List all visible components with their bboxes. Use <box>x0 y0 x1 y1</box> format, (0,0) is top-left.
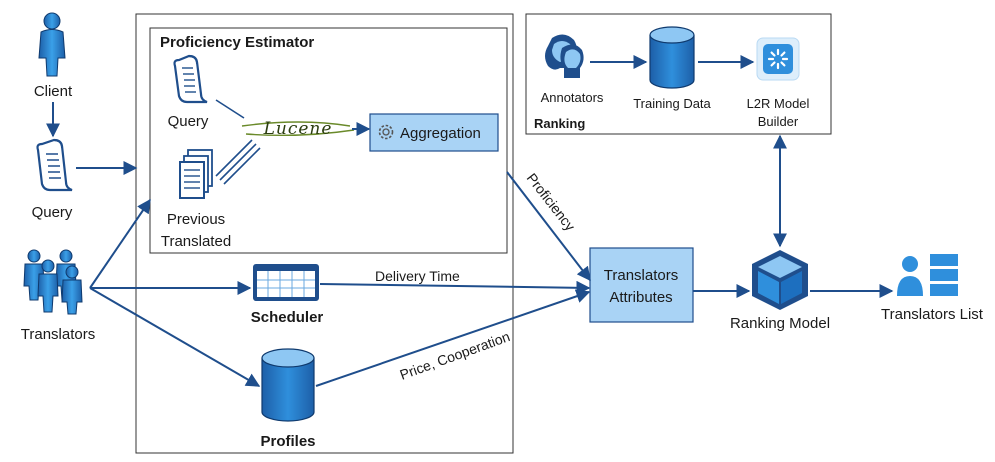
translators-list-label: Translators List <box>881 306 984 323</box>
previous-translated-label-2: Translated <box>161 233 231 250</box>
previous-translated-label-1: Previous <box>167 211 225 228</box>
delivery-time-edge-label: Delivery Time <box>375 268 460 284</box>
docs-to-lucene-line-2 <box>219 143 257 181</box>
two-heads-icon <box>545 34 584 78</box>
database-icon <box>261 348 315 422</box>
proficiency-edge-label: Proficiency <box>524 170 579 234</box>
scheduler-label: Scheduler <box>251 309 324 326</box>
gear-icon <box>378 124 394 140</box>
group-icon <box>23 249 83 315</box>
l2r-label-1: L2R Model <box>747 96 810 111</box>
database-icon <box>649 26 695 89</box>
translators-attributes-box <box>589 247 694 323</box>
aggregation-box <box>369 113 499 152</box>
lucene-logo: Lucene <box>241 119 355 139</box>
ranking-panel-frame <box>525 13 832 135</box>
price-cooperation-arrow <box>315 289 591 387</box>
proficiency-estimator-frame <box>149 27 508 254</box>
price-cooperation-edge-label: Price, Cooperation <box>398 328 512 383</box>
translators-attributes-label-1: Translators <box>604 267 678 284</box>
annotators-label: Annotators <box>541 90 604 105</box>
translators-label: Translators <box>21 326 95 343</box>
proficiency-estimator-title: Proficiency Estimator <box>160 34 314 51</box>
cube-icon <box>752 250 808 310</box>
scroll-icon <box>36 138 73 192</box>
training-data-label: Training Data <box>633 96 711 111</box>
aggregation-label: Aggregation <box>400 125 481 142</box>
ranking-panel-title: Ranking <box>534 116 585 131</box>
docs-to-lucene-line-1 <box>215 139 253 177</box>
lucene-label: Lucene <box>263 119 333 139</box>
ranking-model-label: Ranking Model <box>730 315 830 332</box>
translators-attributes-label-2: Attributes <box>609 289 672 306</box>
l2r-label-2: Builder <box>758 114 799 129</box>
query-label: Query <box>32 204 73 221</box>
scroll-icon <box>173 54 208 104</box>
profiles-label: Profiles <box>260 433 315 450</box>
delivery-time-arrow <box>319 280 591 295</box>
person-list-icon <box>897 254 958 296</box>
documents-icon <box>179 149 213 199</box>
translators-to-estimator-arrow <box>89 198 151 289</box>
docs-to-lucene-line-3 <box>223 147 261 185</box>
calendar-grid-icon <box>253 264 319 301</box>
client-label: Client <box>34 83 73 100</box>
pe-query-label: Query <box>168 113 209 130</box>
translators-to-profiles-arrow <box>89 287 261 387</box>
main-system-frame <box>135 13 514 454</box>
query-to-lucene-line <box>215 99 245 119</box>
person-icon <box>38 12 66 77</box>
proficiency-arrow <box>506 171 591 282</box>
loading-gear-icon <box>756 37 800 81</box>
